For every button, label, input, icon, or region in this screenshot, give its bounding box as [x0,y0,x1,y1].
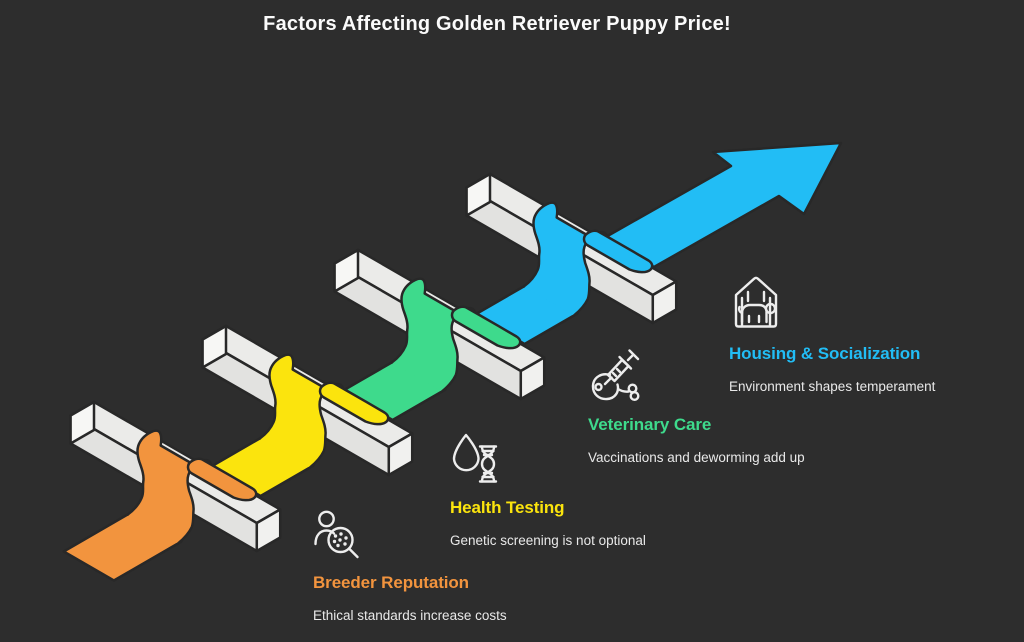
factor-housing-socialization: Housing & Socialization Environment shap… [729,271,1009,398]
ribbon-step-breeder [62,400,282,582]
droplet-dna-icon [452,433,498,483]
factor-health-testing: Health Testing Genetic screening is not … [450,431,730,552]
breeder-magnifier-icon [314,510,359,559]
factor-description: Genetic screening is not optional [450,533,646,548]
page-title: Factors Affecting Golden Retriever Puppy… [263,13,731,35]
factor-name: Veterinary Care [588,415,712,434]
factor-name: Health Testing [450,498,565,517]
factor-name: Breeder Reputation [313,573,469,592]
rising-arrow [602,141,843,269]
factor-veterinary-care: Veterinary Care Vaccinations and dewormi… [588,346,818,469]
factor-name: Housing & Socialization [729,344,921,363]
factor-breeder-reputation: Breeder Reputation Ethical standards inc… [313,508,507,627]
ribbon-step-housing [465,172,678,346]
dog-house-icon [734,276,778,328]
factor-description: Ethical standards increase costs [313,608,507,623]
syringe-meat-icon [591,349,640,402]
factor-description: Vaccinations and deworming add up [588,450,805,465]
ribbon-step-veterinary [333,248,546,422]
ribbon-step-health [201,324,414,498]
factor-description: Environment shapes temperament [729,379,936,394]
